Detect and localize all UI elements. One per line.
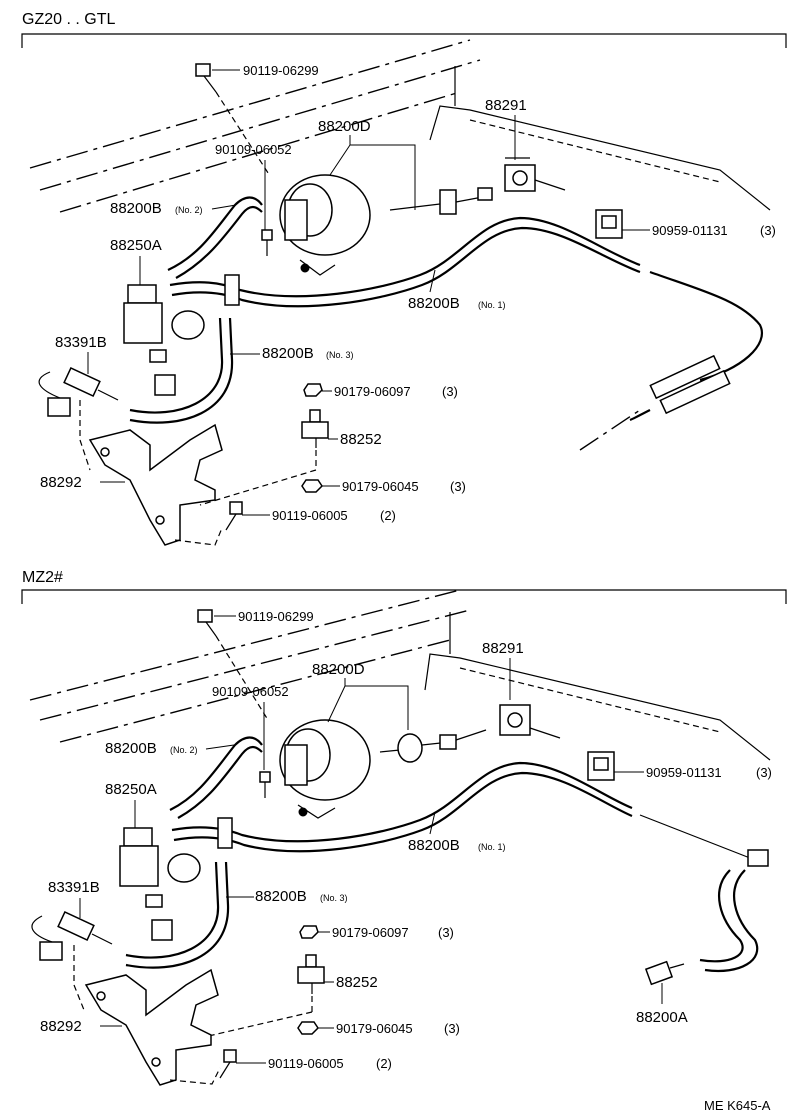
label-hose-no3: 88200B — [262, 345, 314, 362]
label-nut-upper: 90179-06097 — [334, 384, 411, 399]
bolt-lower-icon-bottom — [219, 1049, 237, 1079]
label-hose-no3-sub: (No. 3) — [326, 350, 354, 360]
nut-lower-icon-bottom — [297, 1021, 319, 1035]
body-panel-lines — [29, 39, 771, 213]
bracket-part-icon — [301, 409, 329, 448]
hose-no2-icon-bottom — [169, 736, 263, 819]
label-bolt-top: 90119-06299 — [243, 63, 319, 78]
nut-upper-icon — [303, 383, 323, 397]
clamp-icon — [595, 209, 623, 239]
hose-end-icon — [644, 960, 685, 986]
label-bolt-lower-qty: (2) — [380, 508, 396, 523]
label-vsv-valve: 88250A — [110, 237, 162, 254]
bolt-icon — [195, 63, 271, 177]
label-switch-bottom: 83391B — [48, 879, 100, 896]
label-hose-no1: 88200B — [408, 295, 460, 312]
bottom-section-bracket-line — [21, 589, 787, 604]
vsv-unit-icon — [279, 174, 371, 276]
label-bracket-bottom: 88292 — [40, 1018, 82, 1035]
label-clamp: 90959-01131 — [652, 223, 728, 238]
hose-no3-icon — [129, 317, 234, 424]
label-switch: 83391B — [55, 334, 107, 351]
label-nut-upper-qty-bottom: (3) — [438, 925, 454, 940]
label-bolt-lower-qty-bottom: (2) — [376, 1056, 392, 1071]
label-screw-bottom: 90109-06052 — [212, 684, 289, 699]
hose-no1-icon-bottom — [171, 761, 769, 973]
nut-lower-icon — [301, 479, 323, 493]
bracket-icon — [88, 423, 223, 546]
label-hose-no2-sub: (No. 2) — [175, 205, 203, 215]
label-bolt-lower-bottom: 90119-06005 — [268, 1056, 344, 1071]
bottom-section: MZ2# 90119-06299 88200D — [21, 569, 787, 1086]
vsv-unit-icon-bottom — [279, 719, 371, 819]
label-nut-upper-bottom: 90179-06097 — [332, 925, 409, 940]
bolt-icon-bottom — [197, 609, 269, 721]
label-nut-lower-bottom: 90179-06045 — [336, 1021, 413, 1036]
hose-no1-icon — [169, 216, 763, 451]
label-bracket: 88292 — [40, 474, 82, 491]
body-panel-lines-bottom — [29, 589, 771, 761]
bottom-section-header: MZ2# — [22, 569, 63, 586]
bracket-right-icon — [504, 157, 566, 192]
label-bracket-part: 88252 — [340, 431, 382, 448]
label-nut-upper-qty: (3) — [442, 384, 458, 399]
switch-icon-bottom — [31, 910, 113, 961]
vsv-valve-icon-bottom — [119, 827, 201, 941]
bracket-part-icon-bottom — [297, 954, 325, 994]
vsv-valve-icon — [123, 284, 205, 396]
label-bolt-top-bottom: 90119-06299 — [238, 609, 314, 624]
nut-upper-icon-bottom — [299, 925, 319, 939]
top-section-header: GZ20 . . GTL — [22, 11, 115, 28]
label-screw: 90109-06052 — [215, 142, 292, 157]
label-hose-no1-sub-bottom: (No. 1) — [478, 842, 506, 852]
label-bracket-part-bottom: 88252 — [336, 974, 378, 991]
label-vsv-unit-bottom: 88200D — [312, 661, 365, 678]
bolt-lower-icon — [225, 501, 243, 531]
connector-icon — [389, 187, 493, 215]
label-bracket-right-bottom: 88291 — [482, 640, 524, 657]
switch-icon — [38, 366, 119, 417]
label-nut-lower-qty: (3) — [450, 479, 466, 494]
connector-icon-bottom — [379, 729, 487, 763]
label-hose-no2: 88200B — [110, 200, 162, 217]
label-vsv-unit: 88200D — [318, 118, 371, 135]
screw-icon-bottom — [259, 771, 271, 798]
label-hose-no3-bottom: 88200B — [255, 888, 307, 905]
label-clamp-qty-bottom: (3) — [756, 765, 772, 780]
hose-no3-icon-bottom — [125, 861, 230, 969]
label-nut-lower-qty-bottom: (3) — [444, 1021, 460, 1036]
bracket-icon-bottom — [84, 968, 219, 1086]
label-hose-no1-bottom: 88200B — [408, 837, 460, 854]
clamp-icon-bottom — [587, 751, 615, 781]
bracket-right-icon-bottom — [499, 704, 561, 739]
label-hose-no2-bottom: 88200B — [105, 740, 157, 757]
label-vsv-valve-bottom: 88250A — [105, 781, 157, 798]
label-hose-no3-sub-bottom: (No. 3) — [320, 893, 348, 903]
label-bolt-lower: 90119-06005 — [272, 508, 348, 523]
screw-icon — [261, 229, 273, 256]
label-hose-no1-sub: (No. 1) — [478, 300, 506, 310]
label-bracket-right: 88291 — [485, 97, 527, 114]
footer-code: ME K645-A — [704, 1098, 771, 1113]
label-hose-no2-sub-bottom: (No. 2) — [170, 745, 198, 755]
hose-no2-icon — [167, 196, 263, 279]
label-nut-lower: 90179-06045 — [342, 479, 419, 494]
label-clamp-bottom: 90959-01131 — [646, 765, 722, 780]
label-clamp-qty: (3) — [760, 223, 776, 238]
label-hose-end: 88200A — [636, 1009, 688, 1026]
top-section: GZ20 . . GTL 90119-06299 8 — [21, 11, 787, 546]
top-section-bracket-line — [21, 33, 787, 48]
